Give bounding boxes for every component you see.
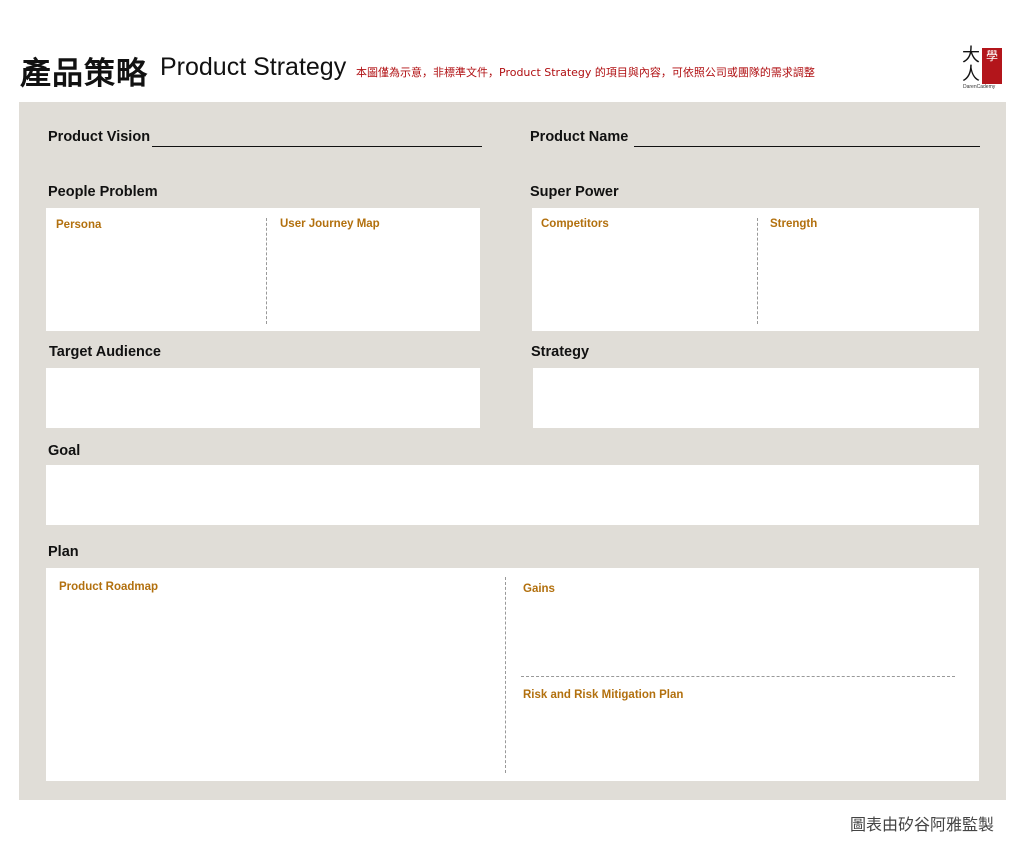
- title-chinese: 產品策略: [20, 56, 148, 92]
- competitors-label: Competitors: [541, 218, 609, 230]
- logo-char-top: 大: [962, 45, 980, 66]
- strategy-label: Strategy: [531, 344, 590, 360]
- target-audience-box[interactable]: [46, 368, 480, 428]
- target-audience-label: Target Audience: [49, 344, 161, 360]
- risk-mitigation-label: Risk and Risk Mitigation Plan: [523, 689, 684, 701]
- plan-horizontal-divider: [521, 676, 955, 677]
- logo-char-bottom: 人: [962, 64, 980, 85]
- product-vision-label: Product Vision: [48, 129, 151, 145]
- logo-red-block: 學: [982, 48, 1002, 84]
- goal-label: Goal: [48, 443, 81, 459]
- user-journey-map-label: User Journey Map: [280, 218, 380, 230]
- plan-label: Plan: [48, 544, 79, 560]
- title-english: Product Strategy: [160, 53, 347, 81]
- footer-credit: 圖表由矽谷阿雅監製: [850, 815, 995, 834]
- disclaimer-note: 本圖僅為示意，非標準文件，Product Strategy 的項目與內容，可依照…: [356, 66, 815, 79]
- daren-academy-logo: 大 人 學 DarenCademy: [962, 46, 1006, 92]
- plan-box[interactable]: [46, 568, 979, 781]
- super-power-box[interactable]: [532, 208, 979, 331]
- strategy-box[interactable]: [533, 368, 979, 428]
- logo-wordmark: DarenCademy: [963, 84, 996, 90]
- product-name-line[interactable]: [634, 146, 980, 147]
- people-problem-box[interactable]: [46, 208, 480, 331]
- product-roadmap-label: Product Roadmap: [59, 581, 159, 593]
- gains-label: Gains: [523, 583, 555, 595]
- plan-vertical-divider: [505, 577, 506, 773]
- product-name-label: Product Name: [530, 129, 629, 145]
- super-power-divider: [757, 218, 758, 324]
- people-problem-divider: [266, 218, 267, 324]
- strength-label: Strength: [770, 218, 818, 230]
- super-power-label: Super Power: [530, 184, 619, 200]
- product-vision-line[interactable]: [152, 146, 482, 147]
- persona-label: Persona: [56, 219, 102, 231]
- people-problem-label: People Problem: [48, 184, 158, 200]
- goal-box[interactable]: [46, 465, 979, 525]
